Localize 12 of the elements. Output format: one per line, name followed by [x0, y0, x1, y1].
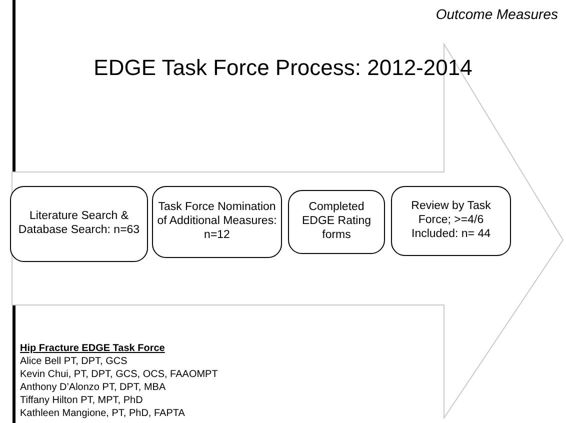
slide-subtitle: Outcome Measures [436, 6, 558, 22]
member-name: Kathleen Mangione, PT, PhD, FAPTA [20, 408, 185, 419]
slide-title: EDGE Task Force Process: 2012-2014 [92, 55, 474, 81]
member-name: Kevin Chui, PT, DPT, GCS, OCS, FAAOMPT [20, 369, 218, 380]
process-box: Completed EDGE Rating forms [288, 190, 385, 254]
process-box: Task Force Nomination of Additional Measures: n=12 [152, 186, 282, 258]
process-box: Review by Task Force; >=4/6 Included: n= 44 [391, 186, 511, 256]
section-heading: Hip Fracture EDGE Task Force [20, 343, 165, 354]
member-name: Tiffany Hilton PT, MPT, PhD [20, 395, 143, 406]
member-name: Alice Bell PT, DPT, GCS [20, 356, 128, 367]
member-name: Anthony D’Alonzo PT, DPT, MBA [20, 382, 166, 393]
process-box: Literature Search & Database Search: n=63 [10, 186, 148, 262]
